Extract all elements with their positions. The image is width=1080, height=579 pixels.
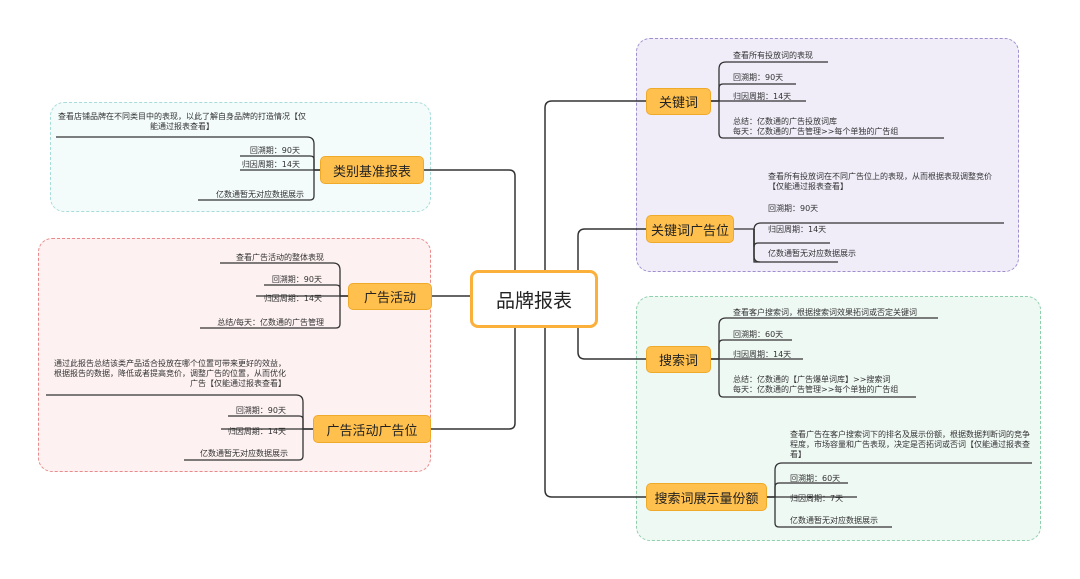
leaf-share-lookback: 回溯期：60天: [790, 474, 841, 483]
leaf-placement-attribution: 归因周期：14天: [227, 427, 286, 436]
leaf-search-desc: 查看客户搜索词，根据搜索词效果拓词或否定关键词: [733, 308, 917, 317]
leaf-share-nodata: 亿数通暂无对应数据展示: [790, 516, 878, 525]
leaf-kwplacement-attribution: 归因周期：14天: [768, 225, 827, 234]
leaf-keyword-summary: 总结：亿数通的广告投放词库: [733, 117, 837, 126]
leaf-search-summary: 总结：亿数通的【广告爆单词库】>>搜索词: [733, 375, 891, 384]
branch-search-term[interactable]: 搜索词: [646, 346, 711, 373]
leaf-campaign-lookback: 回溯期：90天: [271, 275, 322, 284]
branch-category-benchmark[interactable]: 类别基准报表: [320, 156, 424, 184]
leaf-category-nodata: 亿数通暂无对应数据展示: [216, 190, 304, 199]
leaf-placement-lookback: 回溯期：90天: [235, 406, 286, 415]
link-root-search: [577, 295, 646, 360]
leaf-campaign-desc: 查看广告活动的整体表现: [236, 253, 324, 262]
leaf-campaign-attribution: 归因周期：14天: [263, 294, 322, 303]
branch-search-impression-share[interactable]: 搜索词展示量份额: [646, 483, 767, 511]
leaf-search-lookback: 回溯期：60天: [733, 330, 784, 339]
leaf-kwplacement-desc: 查看所有投放词在不同广告位上的表现，从而根据表现调整竞价【仅能通过报表查看】: [768, 172, 992, 191]
link-root-placement: [431, 295, 516, 430]
branch-keyword[interactable]: 关键词: [646, 88, 711, 115]
link-root-kwplacement: [577, 228, 646, 297]
leaf-keyword-attribution: 归因周期：14天: [733, 92, 792, 101]
leaf-share-desc: 查看广告在客户搜索词下的排名及展示份额，根据数据判断词的竞争程度，市场容量和广告…: [790, 430, 1030, 459]
link-root-share: [544, 295, 646, 498]
leaf-category-lookback: 回溯期：90天: [249, 146, 300, 155]
leaf-placement-nodata: 亿数通暂无对应数据展示: [200, 449, 288, 458]
leaf-search-daily: 每天：亿数通的广告管理>>每个单独的广告组: [733, 385, 899, 394]
leaf-share-attribution: 归因周期：7天: [790, 494, 844, 503]
leaf-category-attribution: 归因周期：14天: [241, 160, 300, 169]
leaf-keyword-lookback: 回溯期：90天: [733, 73, 784, 82]
leaf-campaign-summary: 总结/每天：亿数通的广告管理: [217, 318, 324, 327]
leaf-keyword-daily: 每天：亿数通的广告管理>>每个单独的广告组: [733, 127, 899, 136]
leaf-keyword-desc: 查看所有投放词的表现: [733, 51, 813, 60]
link-root-keyword: [544, 100, 646, 297]
branch-keyword-placement[interactable]: 关键词广告位: [646, 215, 734, 243]
leaf-search-attribution: 归因周期：14天: [733, 350, 792, 359]
link-root-category: [424, 169, 516, 297]
branch-campaign-placement[interactable]: 广告活动广告位: [313, 415, 431, 443]
leaf-placement-desc: 通过此报告总结该类产品适合投放在哪个位置可带来更好的效益，根据报告的数据，降低或…: [54, 359, 286, 388]
leaf-category-desc: 查看店铺品牌在不同类目中的表现，以此了解自身品牌的打造情况【仅能通过报表查看】: [58, 112, 306, 131]
leaf-kwplacement-lookback: 回溯期：90天: [768, 204, 819, 213]
leaf-kwplacement-nodata: 亿数通暂无对应数据展示: [768, 249, 856, 258]
root-node[interactable]: 品牌报表: [470, 270, 598, 328]
branch-campaign[interactable]: 广告活动: [348, 283, 432, 310]
